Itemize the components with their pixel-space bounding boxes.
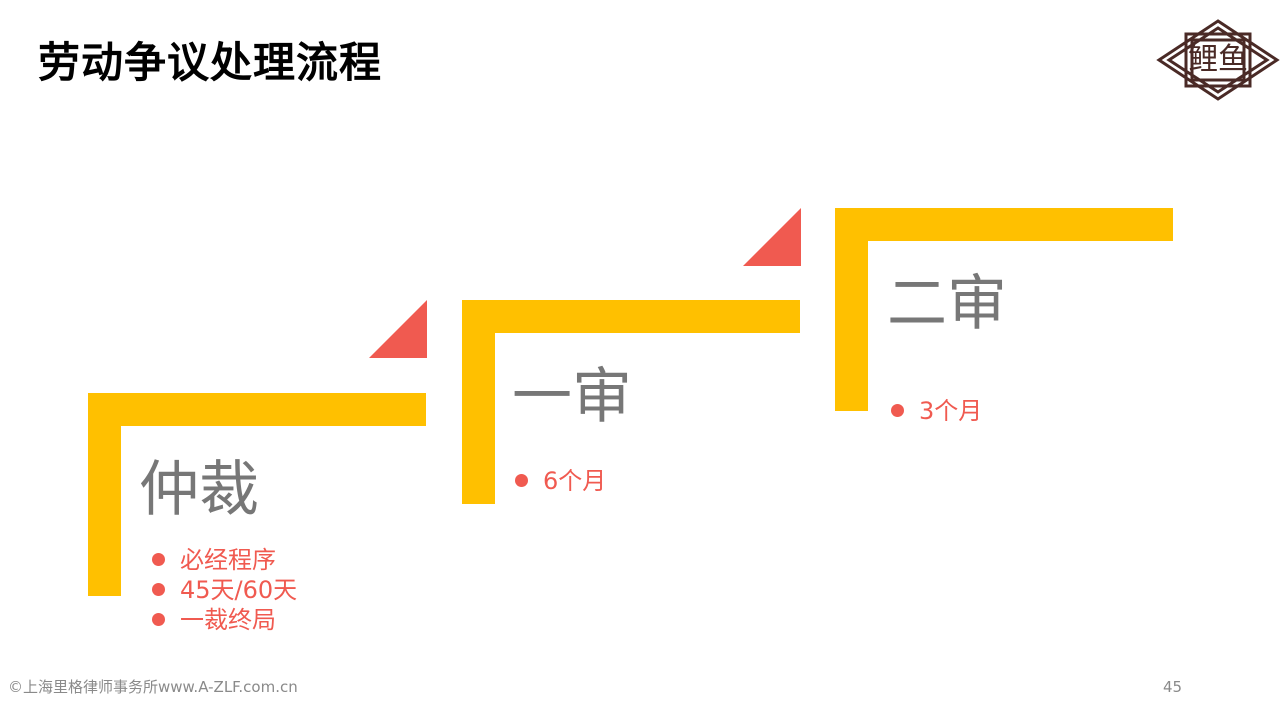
footer-copyright: ©上海里格律师事务所www.A-ZLF.com.cn	[8, 678, 298, 696]
stage3-name: 二审	[887, 269, 1007, 339]
stage2-accent-triangle	[743, 208, 801, 266]
stage1-top-bar	[88, 393, 426, 426]
stage1-bullet-item: 45天/60天	[152, 575, 297, 605]
stage1-side-bar	[88, 393, 121, 596]
stage3-side-bar	[835, 208, 868, 411]
stage2-side-bar	[462, 300, 495, 504]
bullet-dot-icon	[152, 613, 165, 626]
bullet-dot-icon	[152, 553, 165, 566]
logo-text: 鲤鱼	[1188, 42, 1248, 77]
stage1-accent-triangle	[369, 300, 427, 358]
stage1-bullet-list: 必经程序 45天/60天 一裁终局	[152, 545, 297, 635]
stage1-name: 仲裁	[139, 455, 259, 525]
bullet-dot-icon	[515, 474, 528, 487]
stage3-bullet-item: 3个月	[891, 396, 982, 426]
logo-frame-icon	[1156, 19, 1280, 101]
stage2-bullet-list: 6个月	[515, 466, 606, 496]
stage1-bullet-item: 一裁终局	[152, 605, 297, 635]
stage2-bullet-item: 6个月	[515, 466, 606, 496]
bullet-dot-icon	[152, 583, 165, 596]
bullet-dot-icon	[891, 404, 904, 417]
page-title: 劳动争议处理流程	[38, 38, 383, 87]
stage3-top-bar	[835, 208, 1173, 241]
page-number: 45	[1163, 678, 1183, 696]
firm-logo: 鲤鱼	[1156, 18, 1280, 102]
stage2-name: 一审	[512, 362, 632, 432]
stage2-top-bar	[462, 300, 800, 333]
stage1-bullet-item: 必经程序	[152, 545, 297, 575]
stage3-bullet-list: 3个月	[891, 396, 982, 426]
